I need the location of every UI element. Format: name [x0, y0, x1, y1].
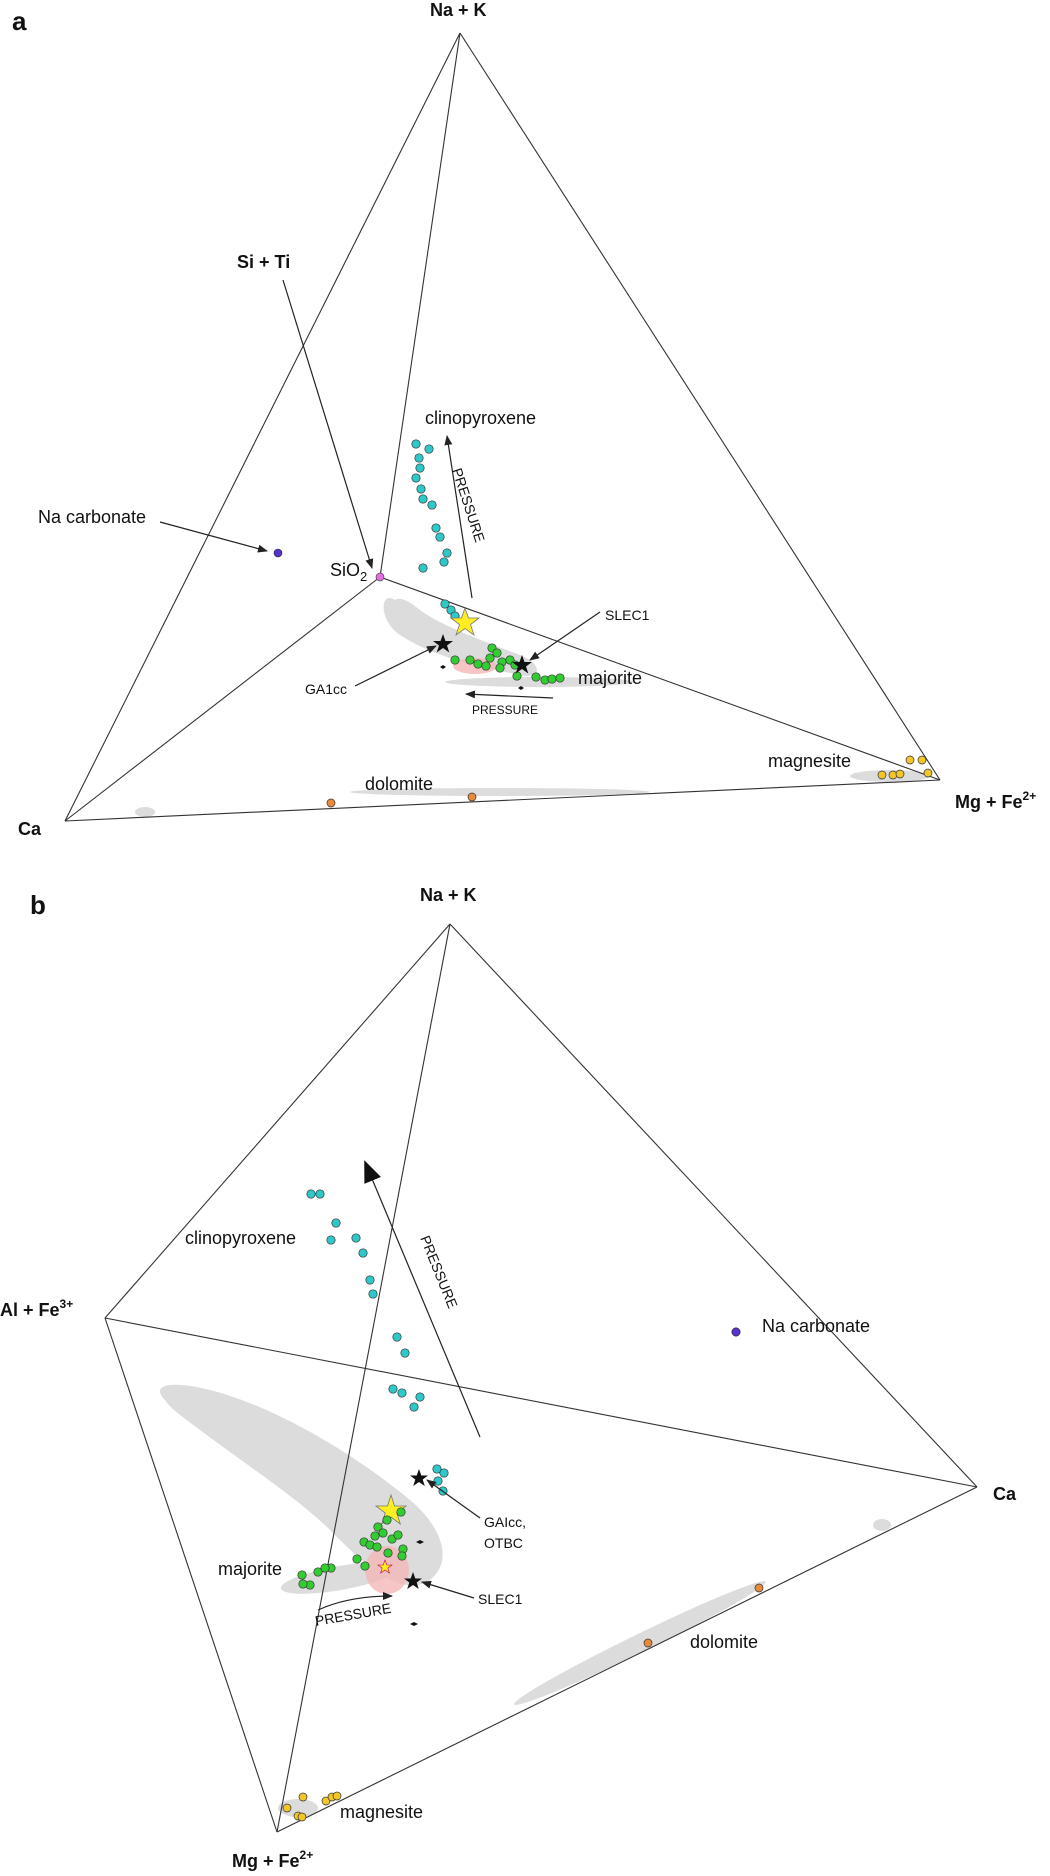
star-gaicc-b	[410, 1469, 428, 1486]
points-majorite-a	[450, 643, 565, 685]
apex-b-na-k: Na + K	[420, 885, 477, 905]
panel-b: b Na + K Al + Fe3+ Ca Mg + Fe2+ clinopyr…	[0, 885, 1017, 1871]
edge-a-ca-si	[64, 576, 381, 822]
label-dolomite-a: dolomite	[365, 774, 433, 794]
field-dolomite-a	[350, 788, 650, 796]
label-magnesite-a: magnesite	[768, 751, 851, 771]
arrow-pressure-a-up	[444, 435, 473, 599]
edge-b-al-mg	[104, 1317, 278, 1833]
apex-a-na-k: Na + K	[430, 0, 487, 20]
arrow-si-ti	[282, 279, 374, 569]
small-mark-a1	[440, 665, 446, 669]
edge-a-ca-mg	[64, 779, 941, 822]
points-clinopyroxene-b	[306, 1189, 449, 1496]
edge-a-top-si	[379, 32, 461, 578]
field-ca-a	[135, 807, 155, 817]
star-ga1cc-a	[433, 634, 453, 653]
edge-a-top-mg	[459, 32, 941, 781]
arrow-pressure-b-low	[317, 1592, 393, 1611]
label-slec1-a: SLEC1	[605, 607, 650, 623]
label-ga1cc-a: GA1cc	[305, 681, 347, 697]
points-magnesite-a	[877, 755, 933, 780]
label-pressure-a-up: PRESSURE	[449, 466, 488, 544]
star-slec1-a	[512, 655, 532, 674]
star-yellow-a	[449, 606, 481, 637]
arrow-slec1-b	[421, 1580, 475, 1599]
apex-b-mg-fe: Mg + Fe2+	[232, 1848, 313, 1871]
small-mark-b2	[410, 1622, 418, 1626]
edge-b-al-ca	[104, 1317, 978, 1488]
label-sio2: SiO2	[330, 560, 367, 584]
arrow-pressure-b-up	[364, 1160, 481, 1438]
points-dolomite-b	[643, 1583, 764, 1648]
arrow-gaicc-b	[426, 1479, 481, 1519]
edge-b-top-ca	[449, 923, 978, 1488]
points-magnesite-b	[282, 1791, 342, 1822]
field-dolomite-b	[514, 1581, 766, 1705]
label-dolomite-b: dolomite	[690, 1632, 758, 1652]
label-clinopyroxene-a: clinopyroxene	[425, 408, 536, 428]
small-mark-b1	[416, 1540, 424, 1544]
label-na-carbonate-b: Na carbonate	[762, 1316, 870, 1336]
point-na-carbonate-b	[731, 1327, 741, 1337]
arrow-pressure-a-low	[465, 690, 554, 699]
label-gaicc-b: GAIcc,	[484, 1514, 526, 1530]
label-majorite-b: majorite	[218, 1559, 282, 1579]
label-clinopyroxene-b: clinopyroxene	[185, 1228, 296, 1248]
arrow-na-carbonate-a	[159, 521, 268, 553]
panel-a: a Na + K Ca Mg + Fe2+ Si + Ti SiO2 Na ca…	[12, 0, 1036, 839]
apex-a-si-ti: Si + Ti	[237, 252, 290, 272]
label-slec1-b: SLEC1	[478, 1591, 523, 1607]
arrow-ga1cc-a	[354, 645, 437, 687]
star-yellow-b	[374, 1493, 408, 1526]
star-small-b	[377, 1559, 393, 1574]
edge-b-mg-ca	[276, 1486, 978, 1833]
point-sio2	[375, 572, 385, 582]
label-otbc-b: OTBC	[484, 1535, 523, 1551]
points-dolomite-a	[326, 792, 477, 808]
panel-b-letter: b	[30, 890, 46, 920]
points-clinopyroxene-a	[411, 439, 460, 621]
field-majorite-lower-a	[445, 677, 635, 687]
points-majorite-b	[297, 1507, 408, 1590]
label-pressure-b-low: PRESSURE	[314, 1600, 393, 1629]
arrow-slec1-a	[529, 611, 601, 661]
star-slec1-b	[404, 1572, 422, 1589]
panel-a-letter: a	[12, 6, 27, 36]
apex-b-ca: Ca	[993, 1484, 1017, 1504]
edge-b-top-al	[104, 923, 451, 1319]
apex-a-mg-fe: Mg + Fe2+	[955, 789, 1036, 812]
label-majorite-a: majorite	[578, 668, 642, 688]
edge-b-top-mg	[276, 923, 451, 1833]
apex-a-ca: Ca	[18, 819, 42, 839]
edge-a-si-mg	[379, 576, 941, 781]
field-ca-b	[873, 1519, 891, 1531]
label-pressure-a-low: PRESSURE	[472, 703, 538, 717]
edge-a-top-ca	[64, 32, 461, 822]
label-magnesite-b: magnesite	[340, 1802, 423, 1822]
point-na-carbonate-a	[273, 548, 283, 558]
field-magnesite-b	[278, 1799, 318, 1817]
label-pressure-b-up: PRESSURE	[417, 1233, 461, 1310]
label-na-carbonate-a: Na carbonate	[38, 507, 146, 527]
apex-b-al-fe: Al + Fe3+	[0, 1297, 73, 1320]
small-mark-a2	[518, 686, 524, 690]
